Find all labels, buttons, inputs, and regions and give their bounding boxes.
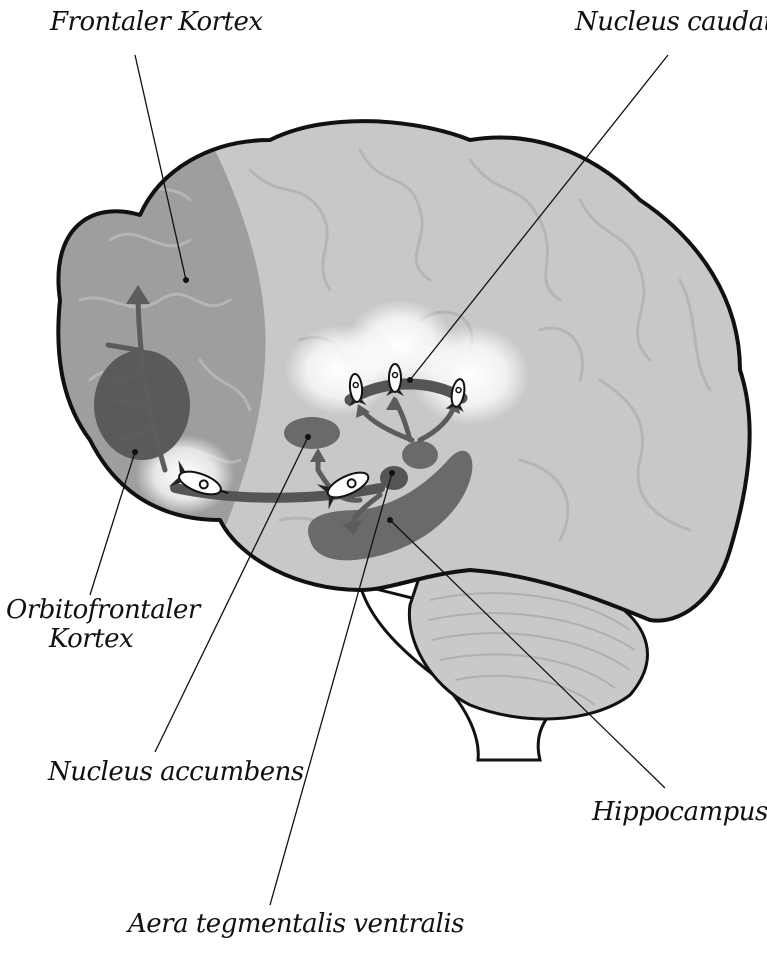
label-orbitofrontal-line2: Kortex bbox=[6, 625, 176, 654]
label-orbitofrontal-line1: Orbitofrontaler bbox=[6, 596, 176, 625]
thalamic-structure bbox=[402, 441, 438, 469]
label-nucleus-caudatus: Nucleus caudatus bbox=[575, 8, 767, 37]
label-vta: Aera tegmentalis ventralis bbox=[128, 910, 464, 939]
label-frontal-cortex: Frontaler Kortex bbox=[50, 8, 263, 37]
label-nucleus-accumbens: Nucleus accumbens bbox=[48, 758, 304, 787]
label-hippocampus: Hippocampus bbox=[592, 798, 767, 827]
label-orbitofrontal-cortex: Orbitofrontaler Kortex bbox=[6, 596, 176, 653]
nucleus-accumbens-shape bbox=[284, 417, 340, 449]
